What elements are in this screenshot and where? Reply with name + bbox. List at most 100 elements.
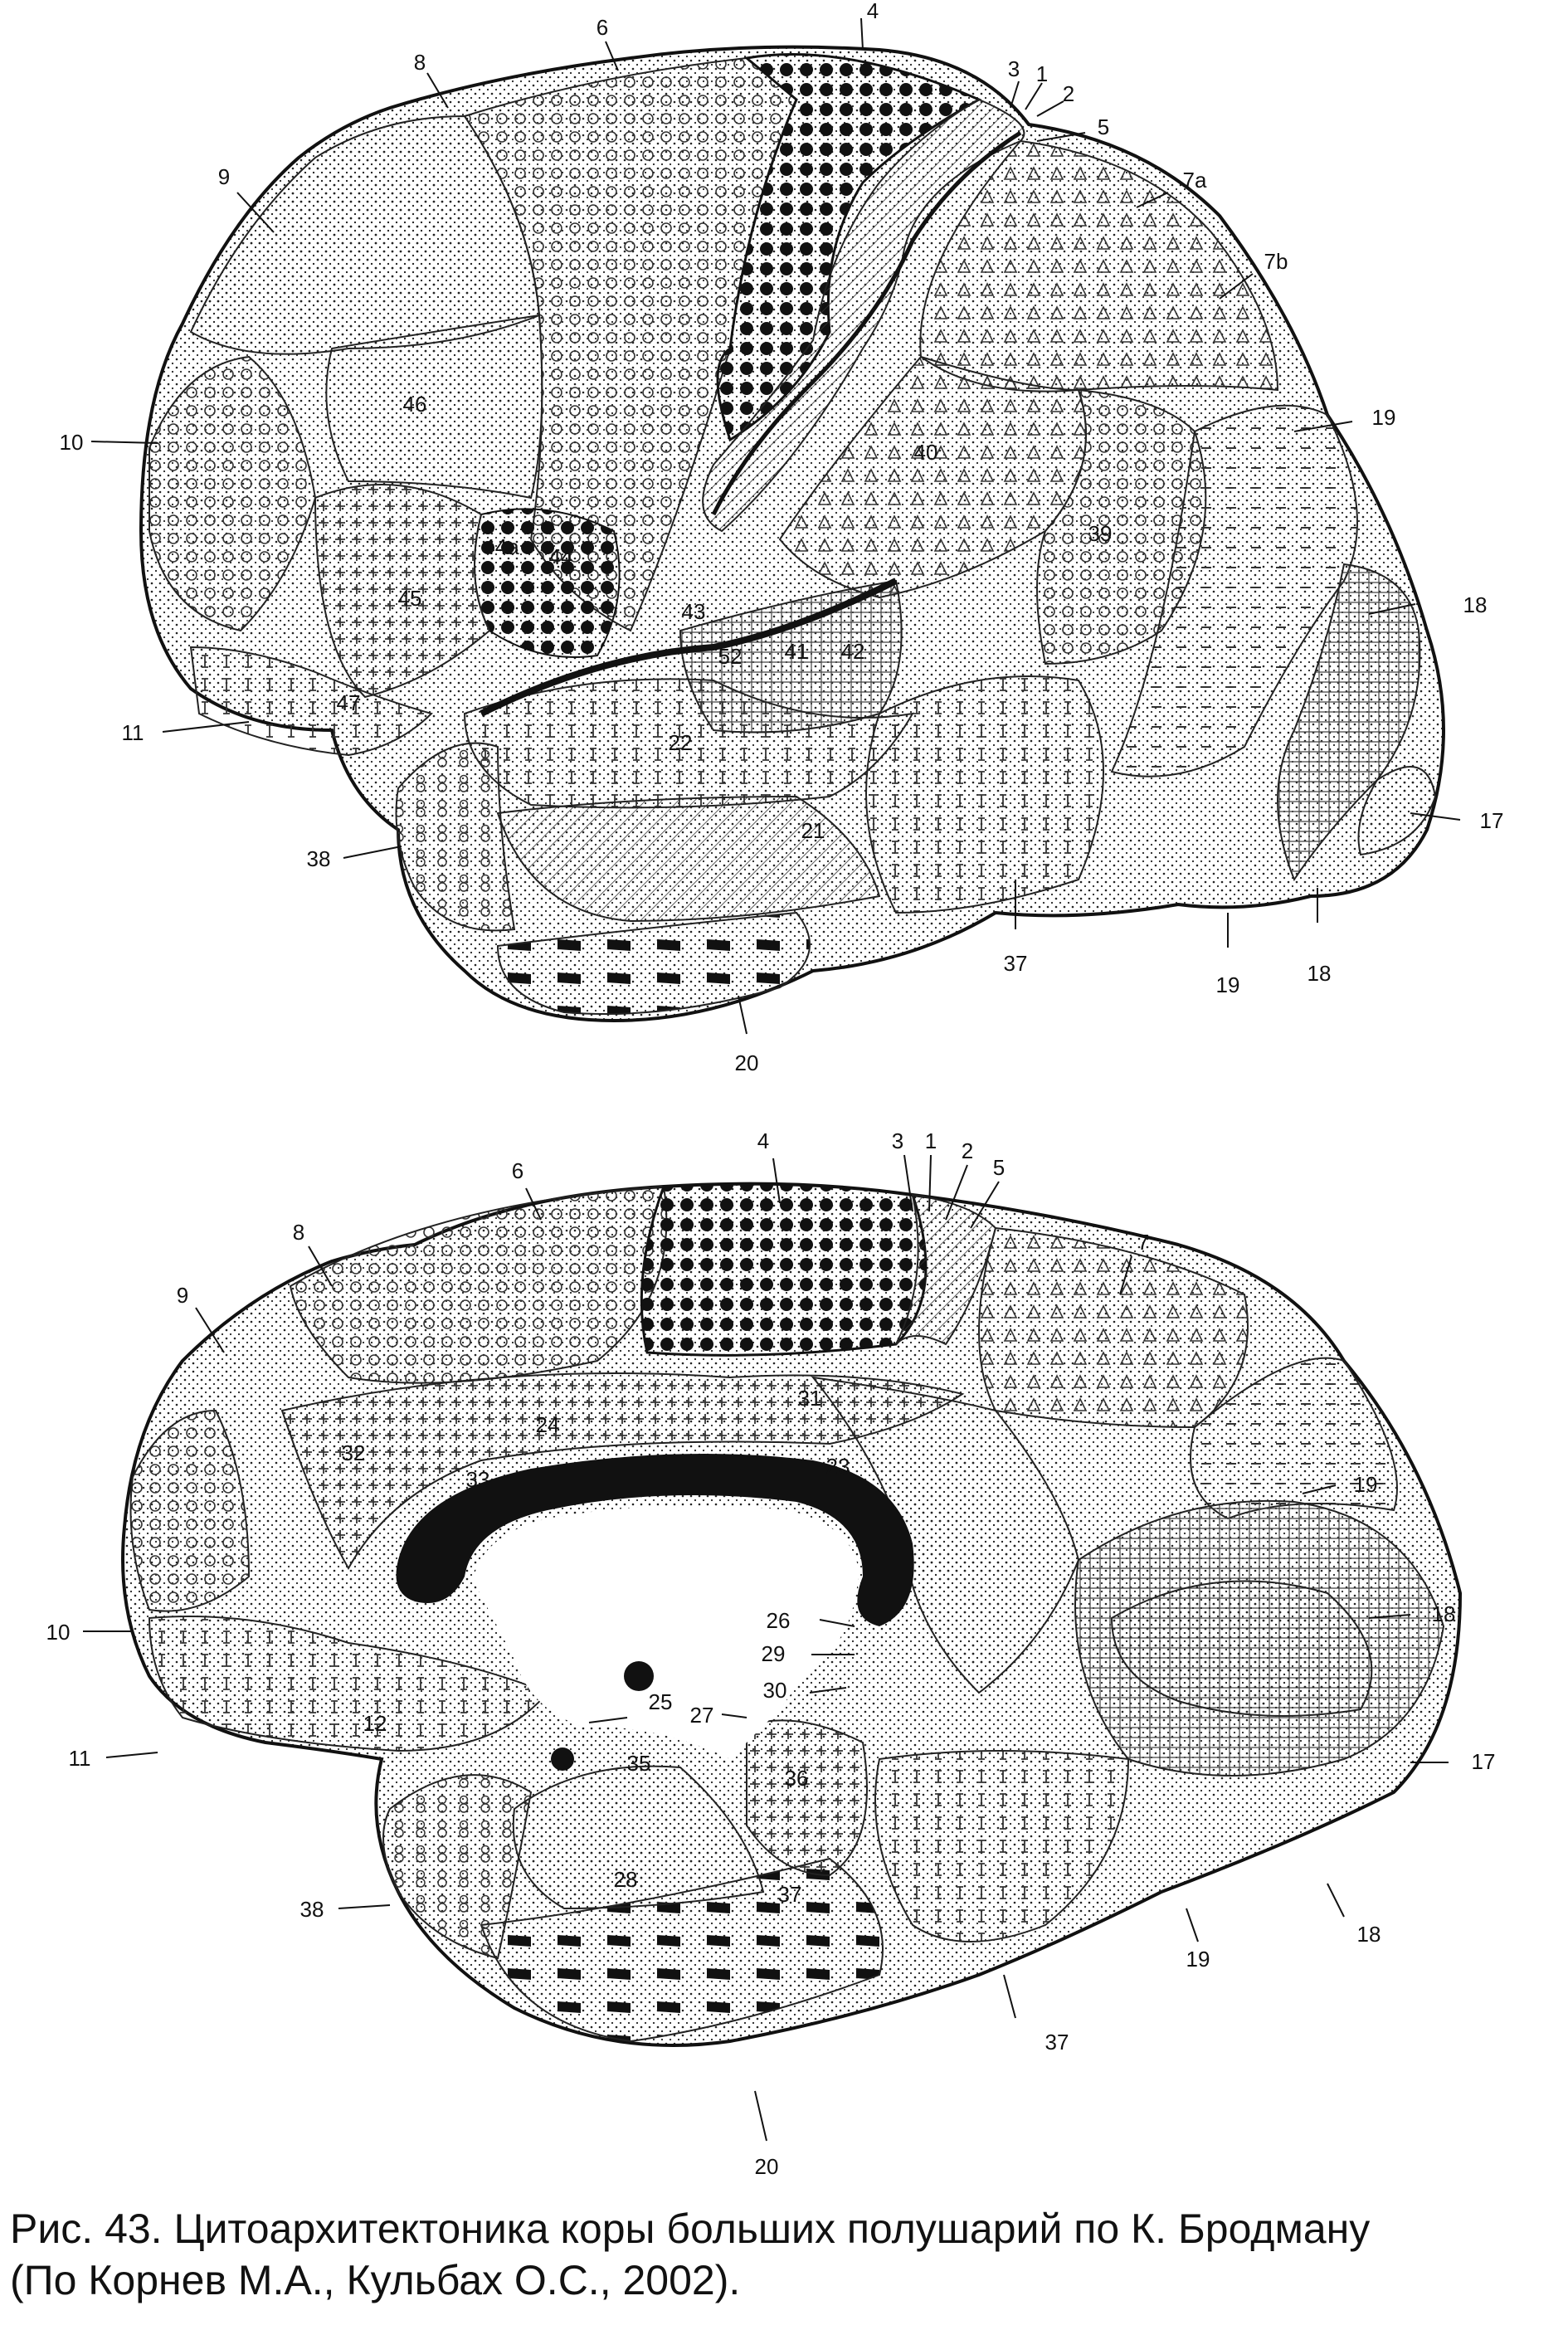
label-lateral-40: 40 <box>914 440 938 465</box>
label-medial-2: 2 <box>962 1138 973 1163</box>
label-lateral-46: 46 <box>403 392 427 417</box>
label-lateral-22: 22 <box>669 730 693 755</box>
label-medial-29: 29 <box>762 1641 786 1666</box>
label-lateral-45: 45 <box>398 586 422 611</box>
area-37-medial <box>874 1750 1130 1942</box>
label-lateral-1: 1 <box>1036 61 1048 86</box>
label-medial-24: 24 <box>536 1412 560 1437</box>
optic-dot <box>551 1747 574 1771</box>
caption-line-1: Рис. 43. Цитоархитектоника коры больших … <box>10 2206 1371 2252</box>
label-medial-3: 3 <box>892 1128 903 1153</box>
area-35-36-medial <box>746 1719 868 1877</box>
label-medial-10: 10 <box>46 1620 71 1645</box>
area-38-medial <box>382 1774 533 1960</box>
label-lateral-7a: 7a <box>1183 168 1207 193</box>
area-20-lateral <box>496 911 811 1015</box>
label-lateral-7b: 7b <box>1264 249 1288 274</box>
label-medial-35: 36 <box>785 1766 809 1791</box>
lateral-sulcus <box>480 578 898 717</box>
label-lateral-38: 38 <box>307 846 331 871</box>
label-lateral-19-bottom: 19 <box>1216 972 1240 997</box>
label-lateral-43: 43 <box>682 599 706 624</box>
area-19-lateral <box>1110 404 1358 777</box>
area-17-medial <box>1110 1580 1373 1717</box>
area-11-12-medial <box>148 1616 549 1752</box>
label-medial-7: 7 <box>1137 1230 1149 1255</box>
label-lateral-10: 10 <box>60 430 84 455</box>
label-medial-23: 23 <box>826 1454 850 1479</box>
label-medial-12: 12 <box>363 1711 387 1736</box>
label-lateral-11: 11 <box>122 720 144 745</box>
area-7-lateral <box>919 139 1279 392</box>
label-medial-1: 1 <box>925 1128 937 1153</box>
corpus-callosum <box>396 1454 914 1626</box>
label-lateral-44a: 44a <box>483 534 519 559</box>
label-medial-18-bottom: 18 <box>1357 1922 1381 1947</box>
area-39-lateral <box>1036 388 1207 665</box>
label-medial-28: 28 <box>614 1867 638 1892</box>
label-lateral-4: 4 <box>867 0 879 23</box>
caption-line-2: (По Корнев М.А., Кульбах О.С., 2002). <box>10 2257 741 2303</box>
lateral-labels: 3 1 2 5 4 6 8 9 10 11 7a 7b 19 18 17 18 … <box>60 0 1504 1075</box>
area-24-32-medial <box>280 1372 965 1571</box>
area-46-lateral <box>325 314 543 500</box>
label-medial-30: 30 <box>763 1678 787 1703</box>
label-lateral-9: 9 <box>218 164 230 189</box>
label-lateral-18-top: 18 <box>1463 592 1488 617</box>
label-medial-26: 26 <box>767 1608 791 1633</box>
label-lateral-8: 8 <box>414 50 426 75</box>
label-medial-8: 8 <box>293 1220 304 1245</box>
medial-brain-view <box>121 1182 1463 2047</box>
label-lateral-41: 41 <box>785 639 809 664</box>
figure-caption: Рис. 43. Цитоархитектоника коры больших … <box>10 2203 1561 2306</box>
label-medial-11: 11 <box>69 1746 91 1771</box>
lateral-brain-view <box>139 45 1445 1023</box>
label-medial-6: 6 <box>512 1158 523 1183</box>
label-medial-31: 31 <box>798 1386 822 1411</box>
label-medial-25: 25 <box>649 1689 673 1714</box>
label-medial-36: 37 <box>778 1882 802 1907</box>
area-3-1-2-lateral <box>702 98 1025 533</box>
area-47-11-lateral <box>189 646 433 757</box>
area-21-lateral <box>496 795 881 923</box>
anterior-commissure-dot <box>624 1661 654 1691</box>
area-37-lateral <box>865 675 1104 914</box>
central-sulcus <box>711 130 1022 516</box>
label-medial-34: 35 <box>627 1751 651 1776</box>
callosum-interior <box>473 1505 859 1759</box>
label-lateral-19-top: 19 <box>1372 405 1396 430</box>
label-medial-5: 5 <box>993 1155 1005 1180</box>
label-medial-38: 38 <box>300 1897 324 1922</box>
label-lateral-39: 39 <box>1088 521 1113 546</box>
label-medial-33: 33 <box>466 1467 490 1492</box>
label-lateral-2: 2 <box>1063 81 1074 106</box>
medial-labels: 3 1 2 5 4 6 8 9 10 11 12 7 19 18 17 18 1… <box>46 1128 1496 2179</box>
area-28-medial <box>512 1765 765 1910</box>
label-lateral-42: 42 <box>841 639 865 664</box>
area-6-8-medial <box>289 1185 668 1384</box>
area-3-1-2-medial <box>895 1193 997 1346</box>
area-4-medial <box>640 1182 928 1357</box>
area-10-lateral <box>149 355 317 632</box>
label-lateral-3: 3 <box>1008 56 1020 81</box>
label-lateral-17: 17 <box>1480 808 1504 833</box>
area-40-lateral <box>778 355 1087 599</box>
label-medial-20: 20 <box>755 2154 779 2179</box>
label-lateral-47: 47 <box>337 690 361 715</box>
label-medial-27: 27 <box>690 1703 714 1728</box>
brodmann-figure: 3 1 2 5 4 6 8 9 10 11 7a 7b 19 18 17 18 … <box>46 0 1504 2179</box>
label-lateral-18-bottom: 18 <box>1307 961 1332 986</box>
label-medial-18-top: 18 <box>1432 1601 1456 1626</box>
area-10-medial <box>129 1409 251 1612</box>
label-lateral-21: 21 <box>801 818 825 843</box>
label-lateral-20: 20 <box>735 1050 759 1075</box>
label-medial-19-bottom: 19 <box>1186 1947 1210 1972</box>
area-38-lateral <box>395 742 516 932</box>
area-44-lateral <box>474 508 621 658</box>
area-18-lateral <box>1277 563 1421 882</box>
label-medial-32: 32 <box>342 1440 366 1465</box>
label-medial-4: 4 <box>757 1128 769 1153</box>
label-medial-9: 9 <box>177 1283 188 1308</box>
label-lateral-52: 52 <box>718 644 743 669</box>
label-lateral-37: 37 <box>1004 951 1028 976</box>
